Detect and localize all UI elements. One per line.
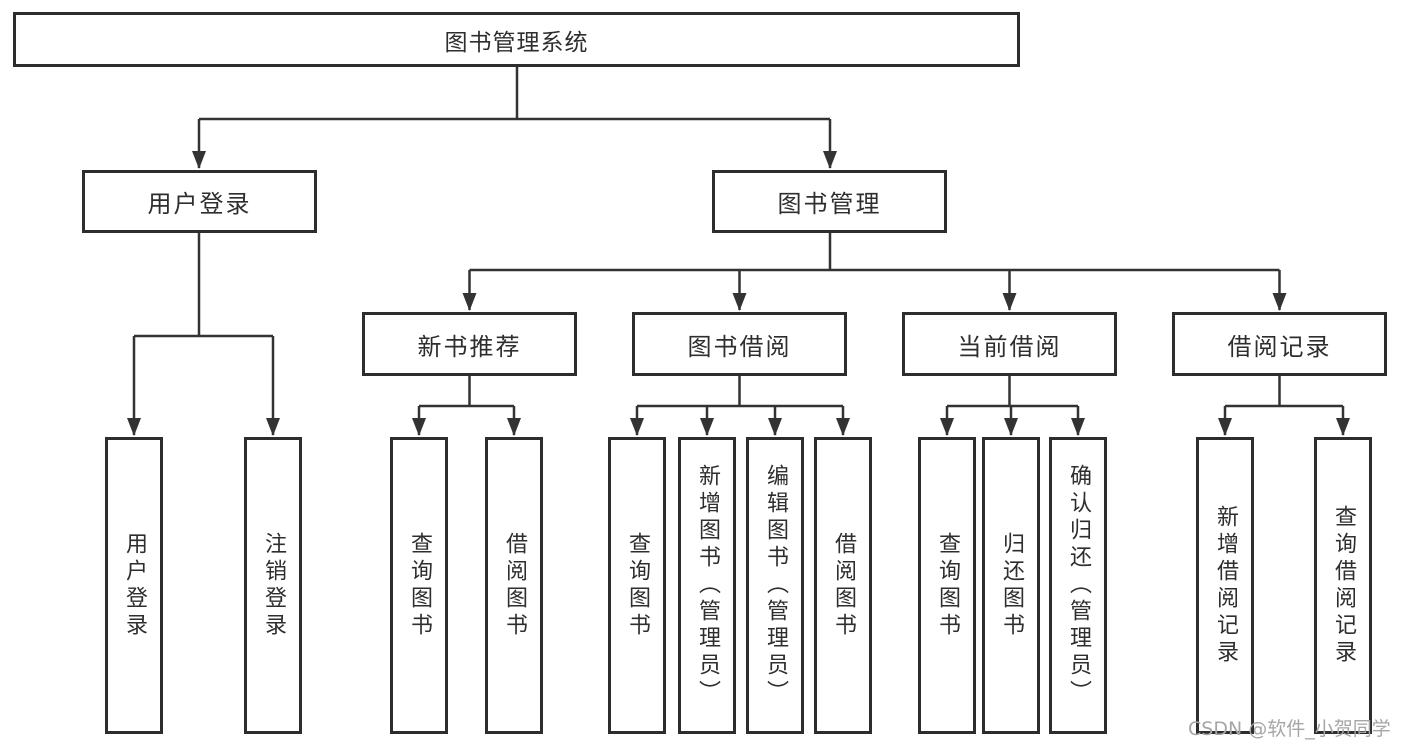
leaf-add-book-admin: 新增图书（管理员） bbox=[678, 437, 736, 734]
node-root-label: 图书管理系统 bbox=[444, 29, 589, 56]
leaf-query-books-borrow: 查询图书 bbox=[608, 437, 666, 734]
leaf-logout-label: 注销登录 bbox=[261, 531, 286, 640]
node-borrow-records: 借阅记录 bbox=[1172, 312, 1387, 376]
csdn-watermark: CSDN @软件_小贺同学 bbox=[1188, 718, 1391, 740]
node-book-borrow: 图书借阅 bbox=[632, 312, 847, 376]
leaf-confirm-return-admin: 确认归还（管理员） bbox=[1049, 437, 1107, 734]
leaf-query-books-current: 查询图书 bbox=[918, 437, 976, 734]
node-new-book-recommend-label: 新书推荐 bbox=[417, 332, 522, 361]
node-borrow-records-label: 借阅记录 bbox=[1227, 332, 1332, 361]
node-user-login: 用户登录 bbox=[82, 170, 317, 233]
leaf-user-login-label: 用户登录 bbox=[122, 531, 147, 640]
node-current-borrow: 当前借阅 bbox=[902, 312, 1117, 376]
leaf-query-borrow-record-label: 查询借阅记录 bbox=[1331, 504, 1356, 667]
leaf-borrow-books: 借阅图书 bbox=[814, 437, 872, 734]
leaf-edit-book-admin-label: 编辑图书（管理员） bbox=[763, 464, 788, 707]
leaf-borrow-books-recommend: 借阅图书 bbox=[485, 437, 543, 734]
leaf-add-borrow-record-label: 新增借阅记录 bbox=[1213, 504, 1238, 667]
leaf-confirm-return-admin-label: 确认归还（管理员） bbox=[1066, 464, 1091, 707]
leaf-query-books-recommend: 查询图书 bbox=[390, 437, 448, 734]
leaf-logout: 注销登录 bbox=[244, 437, 302, 734]
node-new-book-recommend: 新书推荐 bbox=[362, 312, 577, 376]
leaf-edit-book-admin: 编辑图书（管理员） bbox=[746, 437, 804, 734]
leaf-user-login: 用户登录 bbox=[105, 437, 163, 734]
node-user-login-label: 用户登录 bbox=[147, 190, 252, 218]
leaf-query-books-borrow-label: 查询图书 bbox=[625, 531, 650, 640]
leaf-query-books-current-label: 查询图书 bbox=[935, 531, 960, 640]
node-current-borrow-label: 当前借阅 bbox=[957, 332, 1062, 361]
leaf-add-borrow-record: 新增借阅记录 bbox=[1196, 437, 1254, 734]
leaf-add-book-admin-label: 新增图书（管理员） bbox=[695, 464, 720, 707]
node-book-management-label: 图书管理 bbox=[777, 190, 882, 218]
leaf-borrow-books-recommend-label: 借阅图书 bbox=[502, 531, 527, 640]
leaf-query-books-recommend-label: 查询图书 bbox=[407, 531, 432, 640]
leaf-return-book: 归还图书 bbox=[982, 437, 1040, 734]
leaf-query-borrow-record: 查询借阅记录 bbox=[1314, 437, 1372, 734]
node-root-library-system: 图书管理系统 bbox=[13, 12, 1020, 67]
leaf-borrow-books-label: 借阅图书 bbox=[831, 531, 856, 640]
node-book-management: 图书管理 bbox=[712, 170, 947, 233]
leaf-return-book-label: 归还图书 bbox=[999, 531, 1024, 640]
node-book-borrow-label: 图书借阅 bbox=[687, 332, 792, 361]
